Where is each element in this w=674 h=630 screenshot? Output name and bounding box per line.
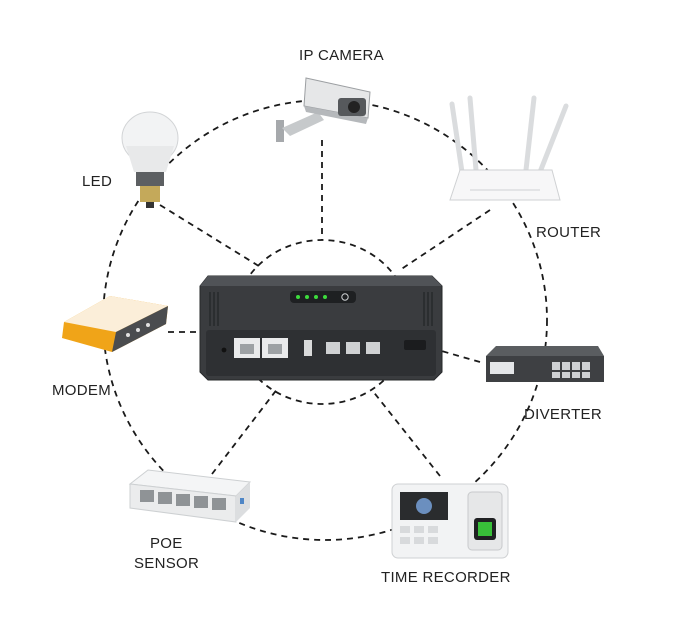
status-led <box>314 295 318 299</box>
status-led <box>323 295 327 299</box>
hub-device <box>199 275 443 381</box>
dc-output-port <box>366 342 380 354</box>
dc-output-port <box>346 342 360 354</box>
diverter-icon <box>486 346 604 382</box>
diverter-label: DIVERTER <box>524 406 602 423</box>
led-bulb-icon <box>121 111 179 208</box>
poe-sensor-label-line1: POE <box>150 535 183 552</box>
modem-label: MODEM <box>52 382 111 399</box>
poe-sensor-label-line2: SENSOR <box>134 555 199 572</box>
status-led <box>296 295 300 299</box>
hub-vents <box>209 292 433 326</box>
output-switch <box>404 340 426 350</box>
dc-jack <box>221 347 227 353</box>
led-label: LED <box>82 173 112 190</box>
power-button-icon <box>341 293 349 301</box>
time-recorder-label: TIME RECORDER <box>381 569 511 586</box>
ip-camera-label: IP CAMERA <box>299 47 384 64</box>
spoke-led <box>159 204 263 269</box>
spoke-router <box>399 209 491 271</box>
poe-sensor-icon <box>128 469 252 523</box>
dc-output-port <box>326 342 340 354</box>
status-led <box>305 295 309 299</box>
spoke-time-recorder <box>371 389 441 477</box>
time-recorder-icon <box>391 483 509 559</box>
router-label: ROUTER <box>536 224 601 241</box>
usb-port <box>304 340 312 356</box>
modem-icon <box>62 296 168 352</box>
router-icon <box>449 95 569 201</box>
spoke-poe-sensor <box>211 387 279 475</box>
ip-camera-icon <box>276 77 371 142</box>
